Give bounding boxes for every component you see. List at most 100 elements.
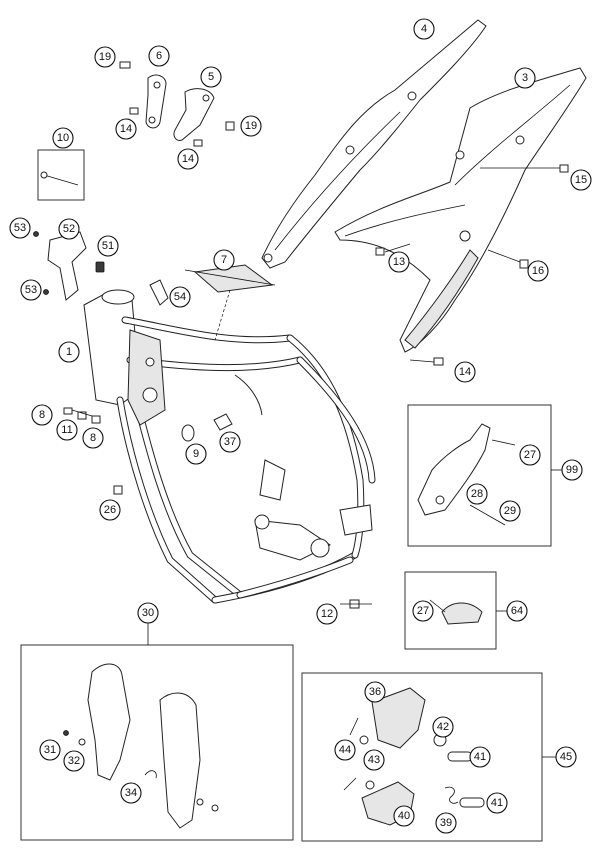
callout-29: 29	[499, 500, 521, 522]
svg-text:43: 43	[368, 754, 380, 766]
group-box-99	[407, 404, 552, 547]
bolt-part-16	[519, 259, 529, 269]
pin-part-41a	[447, 751, 473, 762]
bolt-53a-part	[33, 231, 39, 237]
svg-text:4: 4	[421, 23, 427, 35]
svg-text:31: 31	[44, 744, 56, 756]
svg-text:19: 19	[245, 120, 257, 132]
svg-text:19: 19	[99, 51, 111, 63]
spring-part-34	[144, 770, 157, 779]
bolt-part-15	[559, 164, 569, 173]
callout-11: 11	[56, 419, 78, 441]
svg-text:7: 7	[221, 254, 227, 266]
washer-part-32	[78, 738, 86, 746]
callout-3: 3	[514, 67, 536, 89]
svg-text:36: 36	[369, 686, 381, 698]
frame-guard-part-30b	[159, 692, 201, 829]
svg-text:9: 9	[193, 448, 199, 460]
svg-text:8: 8	[90, 432, 96, 444]
callout-19b: 19	[240, 115, 262, 137]
callout-51: 51	[97, 235, 119, 257]
svg-text:26: 26	[104, 504, 116, 516]
pin-part-44	[349, 717, 359, 736]
svg-text:39: 39	[440, 817, 452, 829]
callout-34: 34	[120, 782, 142, 804]
part-10-bolt	[43, 174, 79, 186]
clip-part-37	[213, 413, 233, 431]
callout-14c: 14	[454, 361, 476, 383]
svg-text:28: 28	[471, 488, 483, 500]
callout-44: 44	[334, 739, 356, 761]
callout-14a: 14	[115, 118, 137, 140]
svg-text:32: 32	[68, 755, 80, 767]
callout-45: 45	[555, 746, 577, 768]
pin-part-41b	[459, 797, 485, 808]
bolt-part-19a	[119, 61, 131, 69]
svg-text:45: 45	[560, 751, 572, 763]
part-64	[441, 602, 483, 625]
callout-12: 12	[316, 603, 338, 625]
svg-text:8: 8	[39, 409, 45, 421]
callout-31: 31	[39, 739, 61, 761]
rear-subframe-part	[334, 67, 587, 353]
bolt-part-19b	[225, 121, 235, 131]
clip-part-54	[149, 279, 169, 306]
callout-40: 40	[393, 805, 415, 827]
callout-64: 64	[506, 600, 528, 622]
callout-53b: 53	[20, 279, 42, 301]
svg-text:64: 64	[511, 605, 523, 617]
bolt-part-14c	[433, 357, 444, 366]
svg-text:44: 44	[339, 744, 351, 756]
callout-99: 99	[561, 459, 583, 481]
callout-54: 54	[169, 286, 191, 308]
callout-28: 28	[466, 483, 488, 505]
callout-19a: 19	[94, 46, 116, 68]
callout-10: 10	[52, 127, 74, 149]
washer-part-43b	[365, 780, 375, 790]
callout-37: 37	[219, 431, 241, 453]
svg-text:12: 12	[321, 608, 333, 620]
callout-41a: 41	[469, 746, 491, 768]
part-27b-bolt	[429, 599, 446, 613]
callout-32: 32	[63, 750, 85, 772]
svg-text:53: 53	[14, 222, 26, 234]
callout-41b: 41	[486, 792, 508, 814]
callout-8a: 8	[31, 404, 53, 426]
svg-text:41: 41	[491, 797, 503, 809]
screw-part-2	[211, 804, 219, 812]
bolt-part-13	[375, 247, 385, 256]
svg-text:27: 27	[524, 449, 536, 461]
callout-42: 42	[432, 716, 454, 738]
svg-text:54: 54	[174, 291, 186, 303]
svg-text:99: 99	[566, 464, 578, 476]
svg-text:16: 16	[532, 265, 544, 277]
bolt-part-8b	[91, 415, 101, 424]
svg-text:40: 40	[398, 810, 410, 822]
callout-27a: 27	[519, 444, 541, 466]
part-28	[417, 423, 491, 516]
callout-13: 13	[388, 251, 410, 273]
callout-8b: 8	[82, 427, 104, 449]
callout-26: 26	[99, 499, 121, 521]
bolt-part-14a	[129, 107, 139, 115]
svg-text:1: 1	[66, 346, 72, 358]
callout-6: 6	[148, 45, 170, 67]
callout-4: 4	[413, 18, 435, 40]
callout-16: 16	[527, 260, 549, 282]
svg-text:41: 41	[474, 751, 486, 763]
clip-part-9	[181, 424, 195, 442]
callout-36: 36	[364, 681, 386, 703]
svg-text:5: 5	[208, 71, 214, 83]
group-box-30	[20, 644, 294, 841]
svg-text:10: 10	[57, 132, 69, 144]
svg-text:51: 51	[102, 240, 114, 252]
part-29-bolt	[469, 504, 506, 526]
svg-text:30: 30	[142, 607, 154, 619]
callout-15: 15	[570, 169, 592, 191]
screw-part	[196, 798, 204, 806]
callout-1: 1	[58, 341, 80, 363]
svg-text:6: 6	[156, 50, 162, 62]
bolt-part-31	[63, 730, 69, 736]
svg-text:37: 37	[224, 436, 236, 448]
